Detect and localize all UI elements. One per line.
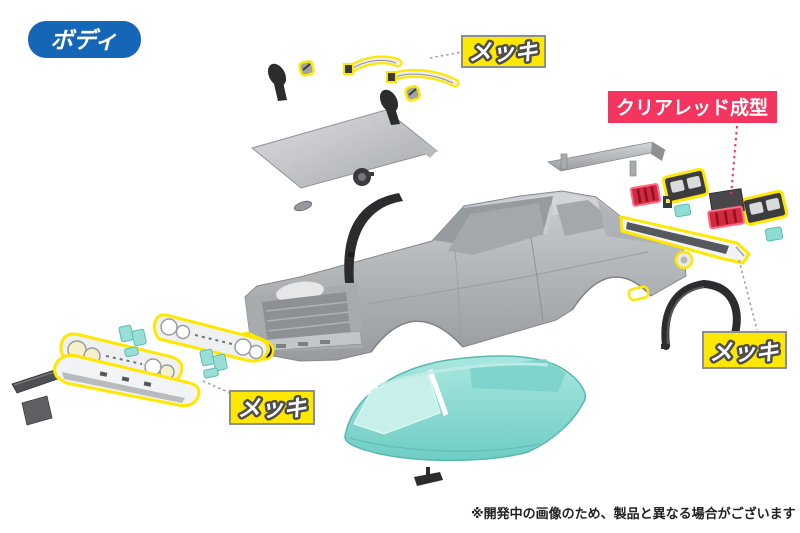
tail-light-bezel-right xyxy=(740,189,789,226)
reflector-teal-rear-left xyxy=(674,203,692,218)
hood-panel xyxy=(250,109,439,189)
window-glass-unit xyxy=(344,355,587,462)
tail-light-lens-left xyxy=(629,183,662,207)
rear-spoiler xyxy=(546,141,667,177)
windshield-frame-seal xyxy=(344,193,403,283)
callout-clear-red: クリアレッド成型 xyxy=(608,91,777,123)
cowl-clip xyxy=(293,200,313,212)
callout-mekki-top-label: メッキ xyxy=(469,40,539,66)
front-grille-upper xyxy=(152,313,270,363)
front-plate xyxy=(21,395,53,426)
chrome-corner-piece-left xyxy=(298,60,315,77)
callout-mekki-top: メッキ xyxy=(461,35,546,69)
interior-mirror xyxy=(414,467,443,486)
callout-mekki-rear-label: メッキ xyxy=(710,340,780,366)
body-badge: ボディ xyxy=(28,21,141,58)
door-mirror-left xyxy=(267,63,287,101)
callout-mekki-front-label: メッキ xyxy=(238,396,308,422)
development-disclaimer: ※開発中の画像のため、製品と異なる場合がございます xyxy=(471,507,796,522)
bracket-piece xyxy=(663,196,672,208)
door-mirror-right xyxy=(379,89,400,125)
rear-bumper xyxy=(619,215,751,265)
marker-highlight-outline xyxy=(627,285,650,302)
callout-mekki-rear: メッキ xyxy=(702,331,787,369)
front-bumper xyxy=(53,353,201,408)
fuel-cap xyxy=(353,168,374,186)
turn-signal-lenses-right xyxy=(199,348,228,379)
callout-clear-red-label: クリアレッド成型 xyxy=(616,96,768,119)
drip-rail-trim-rear xyxy=(386,68,460,88)
body-badge-label: ボディ xyxy=(50,27,117,54)
reflector-teal-rear-right xyxy=(764,226,784,242)
bumper-end-cap xyxy=(674,250,694,270)
tail-light-bezel-left xyxy=(661,167,710,204)
callout-mekki-front: メッキ xyxy=(229,390,315,425)
chrome-corner-piece-right xyxy=(404,85,421,102)
leader-lines xyxy=(202,51,758,394)
front-grille-lower xyxy=(59,332,184,385)
turn-signal-lenses-left xyxy=(118,324,147,358)
drip-rail-trim-front xyxy=(343,55,403,76)
tail-light-lens-center xyxy=(707,205,745,230)
car-body-shell xyxy=(244,190,687,362)
